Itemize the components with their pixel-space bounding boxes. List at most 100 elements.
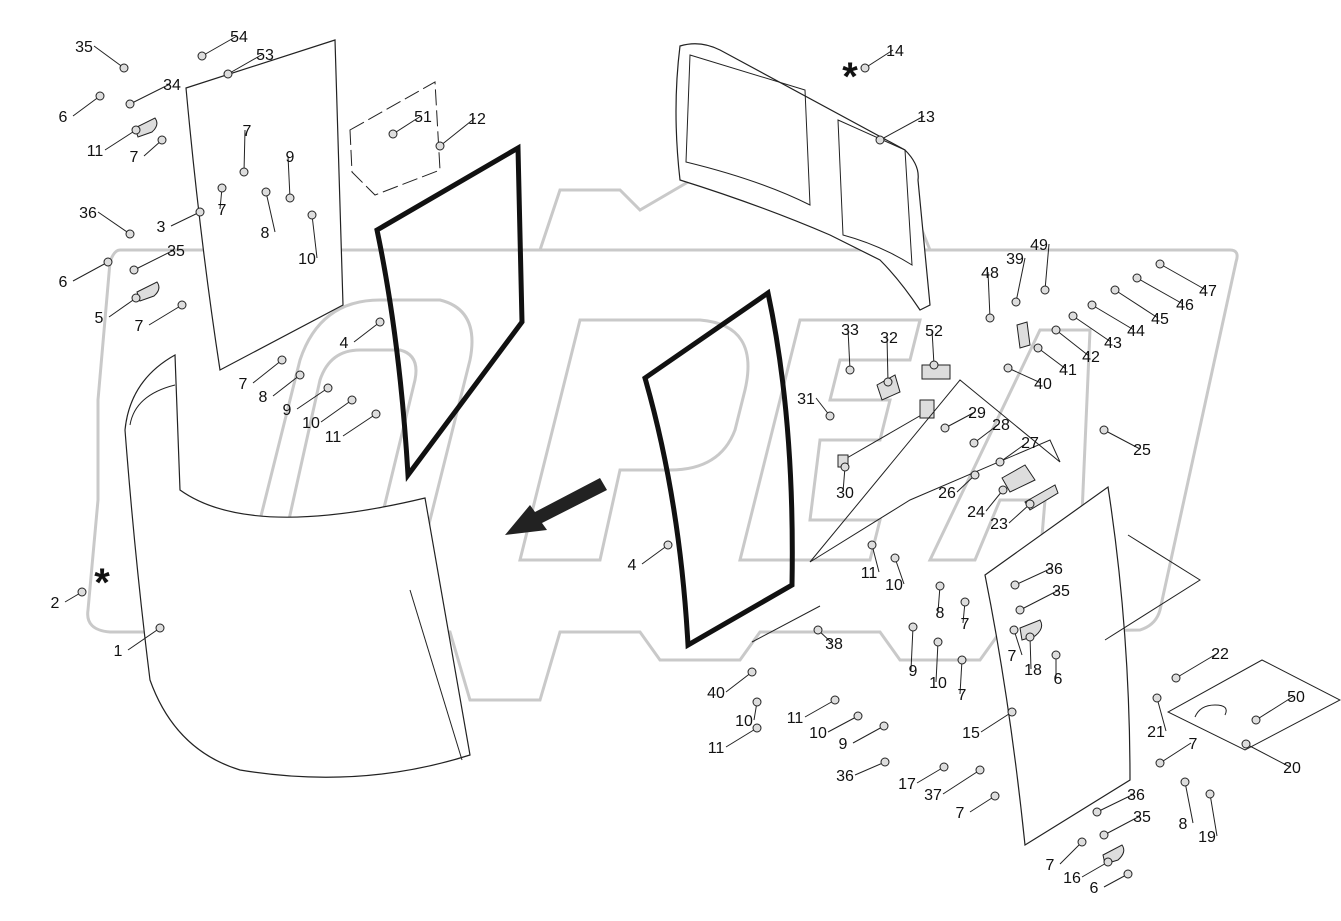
callout-label: 10 (302, 415, 320, 432)
leader-line (1008, 503, 1031, 524)
leader-line (320, 399, 353, 423)
hardware-part (998, 485, 1008, 495)
hardware-part (1155, 259, 1165, 269)
leader-line (1103, 873, 1129, 888)
callout-label: 23 (990, 516, 1008, 533)
hardware-part (77, 587, 87, 597)
leader-line (879, 115, 925, 141)
leader-line (287, 155, 291, 199)
hardware-part (1033, 343, 1043, 353)
leader-line (311, 214, 318, 259)
leader-line (342, 413, 377, 437)
leader-line (1159, 263, 1207, 291)
hardware-part (1180, 777, 1190, 787)
callout-label: 52 (925, 323, 943, 340)
leader-line (804, 699, 836, 718)
callout-label: 7 (1046, 857, 1055, 874)
leader-line (1156, 697, 1167, 732)
callout-label: 22 (1211, 646, 1229, 663)
leader-line (129, 83, 171, 105)
callout-label: 6 (59, 274, 68, 291)
callout-label: 35 (1133, 809, 1151, 826)
part-window-seal-left (374, 143, 525, 482)
leader-line (1175, 652, 1219, 679)
callout-label: 8 (261, 225, 270, 242)
leader-line (72, 95, 101, 117)
leader-line (1059, 841, 1083, 865)
hardware-part (879, 721, 889, 731)
hardware-part (663, 540, 673, 550)
callout-label: 29 (968, 405, 986, 422)
hardware-part (985, 313, 995, 323)
leader-line (1096, 793, 1135, 813)
callout-label: 8 (259, 389, 268, 406)
leader-line (296, 387, 329, 410)
callout-label: 8 (936, 605, 945, 622)
hardware-part (1068, 311, 1078, 321)
leader-line (265, 191, 276, 233)
leader-line (1114, 289, 1159, 319)
hardware-part (1152, 693, 1162, 703)
hardware-part (960, 597, 970, 607)
leader-line (104, 129, 137, 151)
hardware-part (285, 193, 295, 203)
leader-line (942, 769, 981, 795)
callout-label: 40 (1034, 376, 1052, 393)
hardware-part (1110, 285, 1120, 295)
callout-label: 11 (861, 565, 878, 582)
leader-line (1044, 243, 1050, 291)
callout-label: 37 (924, 787, 942, 804)
callout-label: 25 (1133, 442, 1151, 459)
leader-line (852, 725, 885, 744)
hardware-part (890, 553, 900, 563)
callout-label: 6 (1054, 671, 1063, 688)
hardware-part (277, 355, 287, 365)
leader-line (944, 411, 976, 429)
part-window-seal-right (642, 288, 795, 650)
callout-label: 19 (1198, 829, 1216, 846)
hardware-part (435, 141, 445, 151)
callout-label: 10 (735, 713, 753, 730)
leader-line (864, 49, 894, 69)
hardware-part (1132, 273, 1142, 283)
leader-line (148, 304, 183, 326)
hardware-part (969, 438, 979, 448)
leader-line (97, 211, 131, 235)
leader-line (1055, 329, 1090, 357)
callout-label: 10 (885, 577, 903, 594)
hardware-part (223, 69, 233, 79)
callout-label: 43 (1104, 335, 1122, 352)
hardware-part (1155, 758, 1165, 768)
callout-label: 16 (1063, 870, 1081, 887)
leader-line (725, 671, 753, 693)
part-side-door-glass (984, 485, 1131, 847)
hardware-part (371, 409, 381, 419)
leader-line (108, 297, 137, 318)
hardware-part (908, 622, 918, 632)
leader-line (987, 271, 991, 319)
hardware-part (1010, 580, 1020, 590)
leader-line (1255, 695, 1295, 721)
callout-label: 17 (898, 776, 916, 793)
hardware-part (845, 365, 855, 375)
callout-label: 1 (114, 643, 123, 660)
callout-label: 2 (51, 595, 60, 612)
hardware-part (939, 762, 949, 772)
callout-label: 8 (1179, 816, 1188, 833)
leader-line (1103, 429, 1141, 450)
callout-label: 11 (787, 710, 804, 727)
leader-line (827, 715, 859, 733)
leader-line (243, 129, 246, 173)
callout-label: 12 (468, 111, 486, 128)
hardware-part (1099, 830, 1109, 840)
inset-box-13 (349, 81, 441, 196)
callout-label: 40 (707, 685, 725, 702)
leader-line (935, 641, 939, 683)
hardware-part (747, 667, 757, 677)
leader-line (847, 328, 851, 371)
hardware-part (825, 411, 835, 421)
hardware-part (1171, 673, 1181, 683)
hardware-part (1205, 789, 1215, 799)
callout-label: 30 (836, 485, 854, 502)
hardware-part (195, 207, 205, 217)
